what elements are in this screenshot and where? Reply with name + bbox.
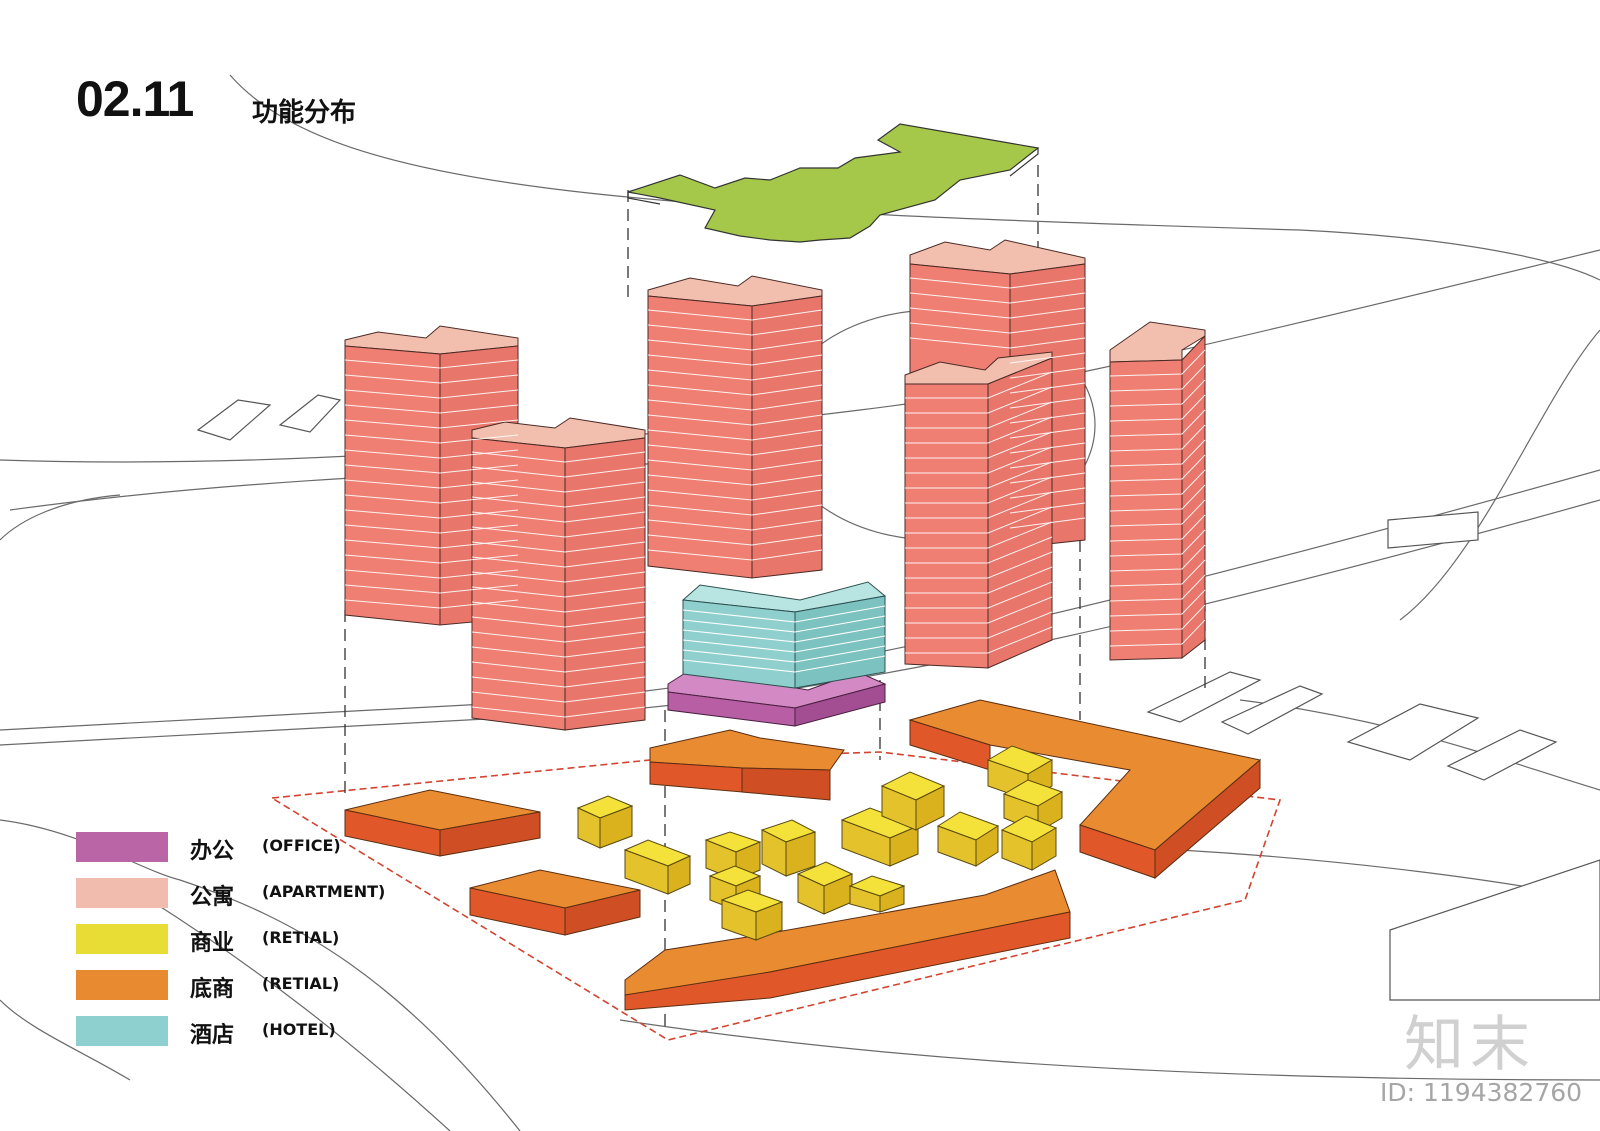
watermark-id: ID: 1194382760 — [1380, 1078, 1583, 1107]
commercial-blocks — [576, 745, 1064, 941]
podium-southwest-side — [564, 889, 641, 936]
tower-west-front — [471, 417, 646, 731]
legend-swatch — [76, 832, 168, 862]
legend-item-podium-retail: 底商 (RETIAL) — [76, 970, 436, 1016]
legend-label-en: (RETIAL) — [262, 974, 340, 993]
legend-item-hotel: 酒店 (HOTEL) — [76, 1016, 436, 1062]
podium-south-front — [624, 911, 1071, 1011]
retail-box — [1002, 779, 1064, 833]
legend-swatch — [76, 878, 168, 908]
legend-item-retail: 商业 (RETIAL) — [76, 924, 436, 970]
roof-garden — [627, 123, 1040, 243]
section-number: 02.11 — [76, 71, 194, 127]
legend-swatch — [76, 970, 168, 1000]
legend-item-apartment: 公寓 (APARTMENT) — [76, 878, 436, 924]
podium-east-side — [1154, 758, 1261, 880]
tower-north-center — [647, 275, 823, 579]
legend-label-cn: 公寓 — [190, 885, 235, 910]
hotel-block — [681, 581, 887, 689]
legend: 办公 (OFFICE) 公寓 (APARTMENT) 商业 (RETIAL) 底… — [76, 832, 436, 1062]
retail-box — [720, 889, 784, 941]
retail-box — [936, 811, 1000, 867]
legend-label-cn: 办公 — [190, 839, 235, 864]
legend-label-en: (RETIAL) — [262, 928, 340, 947]
podium-retail — [344, 699, 1262, 1011]
legend-swatch — [76, 924, 168, 954]
tower-east-front — [904, 351, 1053, 669]
legend-label-en: (APARTMENT) — [262, 882, 386, 901]
retail-box — [840, 807, 920, 867]
retail-box — [760, 819, 817, 877]
retail-box — [623, 839, 692, 895]
legend-label-cn: 酒店 — [190, 1023, 235, 1048]
legend-item-office: 办公 (OFFICE) — [76, 832, 436, 878]
retail-box — [880, 771, 946, 831]
retail-box — [1000, 815, 1058, 871]
podium-north-side — [741, 767, 831, 801]
legend-label-cn: 底商 — [190, 977, 235, 1002]
tower-floor-lines — [344, 277, 1206, 718]
section-title: 功能分布 — [252, 98, 357, 128]
retail-box — [848, 875, 906, 913]
podium-west-side — [439, 811, 541, 857]
apartment-towers — [344, 239, 1206, 731]
context-buildings — [196, 394, 1600, 1001]
legend-label-cn: 商业 — [190, 931, 235, 956]
retail-box — [796, 861, 854, 915]
watermark-logo: 知末 — [1404, 1010, 1536, 1080]
retail-box — [576, 795, 634, 849]
legend-label-en: (HOTEL) — [262, 1020, 336, 1039]
tower-far-east — [1109, 321, 1206, 661]
legend-swatch — [76, 1016, 168, 1046]
office-block — [667, 669, 887, 727]
legend-label-en: (OFFICE) — [262, 836, 341, 855]
